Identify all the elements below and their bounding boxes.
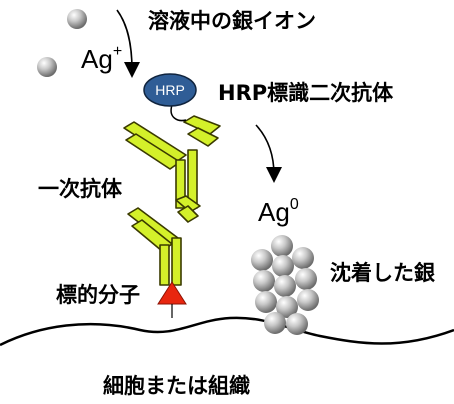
primary-antibody-label: 一次抗体 <box>38 177 123 201</box>
deposited-silver-cluster <box>251 235 319 335</box>
silver-ion-sphere-1 <box>67 9 87 29</box>
target-molecule-label: 標的分子 <box>56 283 140 307</box>
hrp-badge-label: HRP <box>155 82 185 98</box>
hrp-linker <box>170 104 187 122</box>
hrp-enzyme-ellipse <box>143 73 197 107</box>
silver-ion-solution-label: 溶液中の銀イオン <box>148 9 316 33</box>
primary-antibody <box>127 195 201 286</box>
ag-ion-label: Ag+ <box>81 43 122 74</box>
secondary-antibody <box>123 115 221 209</box>
silver-ion-sphere-2 <box>37 57 57 77</box>
ion-flow-arrow <box>116 9 140 78</box>
tissue-surface-line <box>0 316 454 347</box>
deposited-silver-label: 沈着した銀 <box>330 261 435 285</box>
cell-or-tissue-label: 細胞または組織 <box>103 374 250 398</box>
ag-metal-label: Ag0 <box>258 196 299 227</box>
deposition-arrow <box>255 124 282 183</box>
hrp-secondary-antibody-label: HRP標識二次抗体 <box>218 81 394 105</box>
